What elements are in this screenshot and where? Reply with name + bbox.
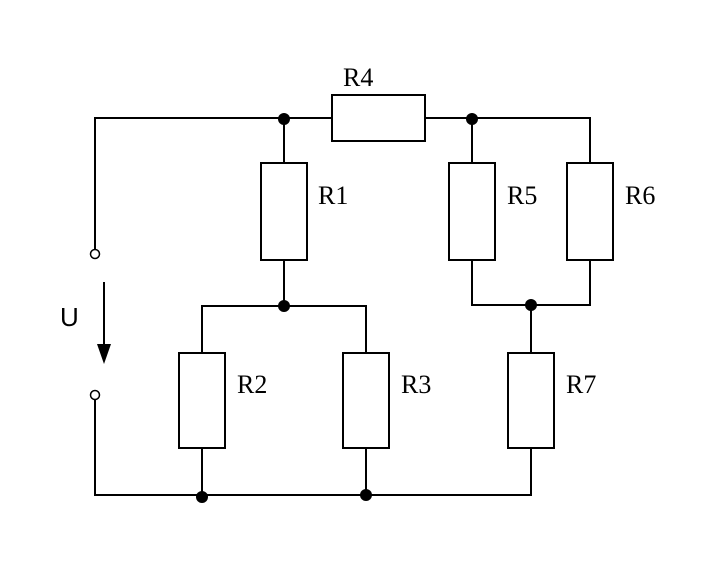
voltage-arrow-icon [97, 282, 111, 364]
junction-node [278, 113, 290, 125]
wire-top-right [424, 117, 591, 164]
resistor-r2-label: R2 [237, 370, 267, 399]
wire-r5-r6-bottom [471, 259, 591, 306]
resistor-r6 [566, 162, 614, 261]
junction-nodes [196, 113, 537, 503]
resistor-r7 [507, 352, 555, 449]
resistor-r2 [178, 352, 226, 449]
resistor-r3 [342, 352, 390, 449]
terminal-bottom [89, 389, 101, 401]
resistor-r1 [260, 162, 308, 261]
wire-r2-r3-top [201, 305, 367, 354]
resistor-r4 [331, 94, 426, 142]
resistor-r4-label: R4 [343, 63, 373, 92]
junction-node [525, 299, 537, 311]
voltage-label: U [60, 302, 79, 332]
resistor-r6-label: R6 [625, 181, 655, 210]
wire-top-left [94, 117, 333, 251]
junction-node [466, 113, 478, 125]
junction-node [278, 300, 290, 312]
junction-node [196, 491, 208, 503]
resistor-r5-label: R5 [507, 181, 537, 210]
junction-node [360, 489, 372, 501]
terminal-top [89, 248, 101, 260]
resistor-r1-label: R1 [318, 181, 348, 210]
resistor-r5 [448, 162, 496, 261]
wire-bottom [94, 397, 532, 496]
resistor-r3-label: R3 [401, 370, 431, 399]
resistor-r7-label: R7 [566, 370, 596, 399]
